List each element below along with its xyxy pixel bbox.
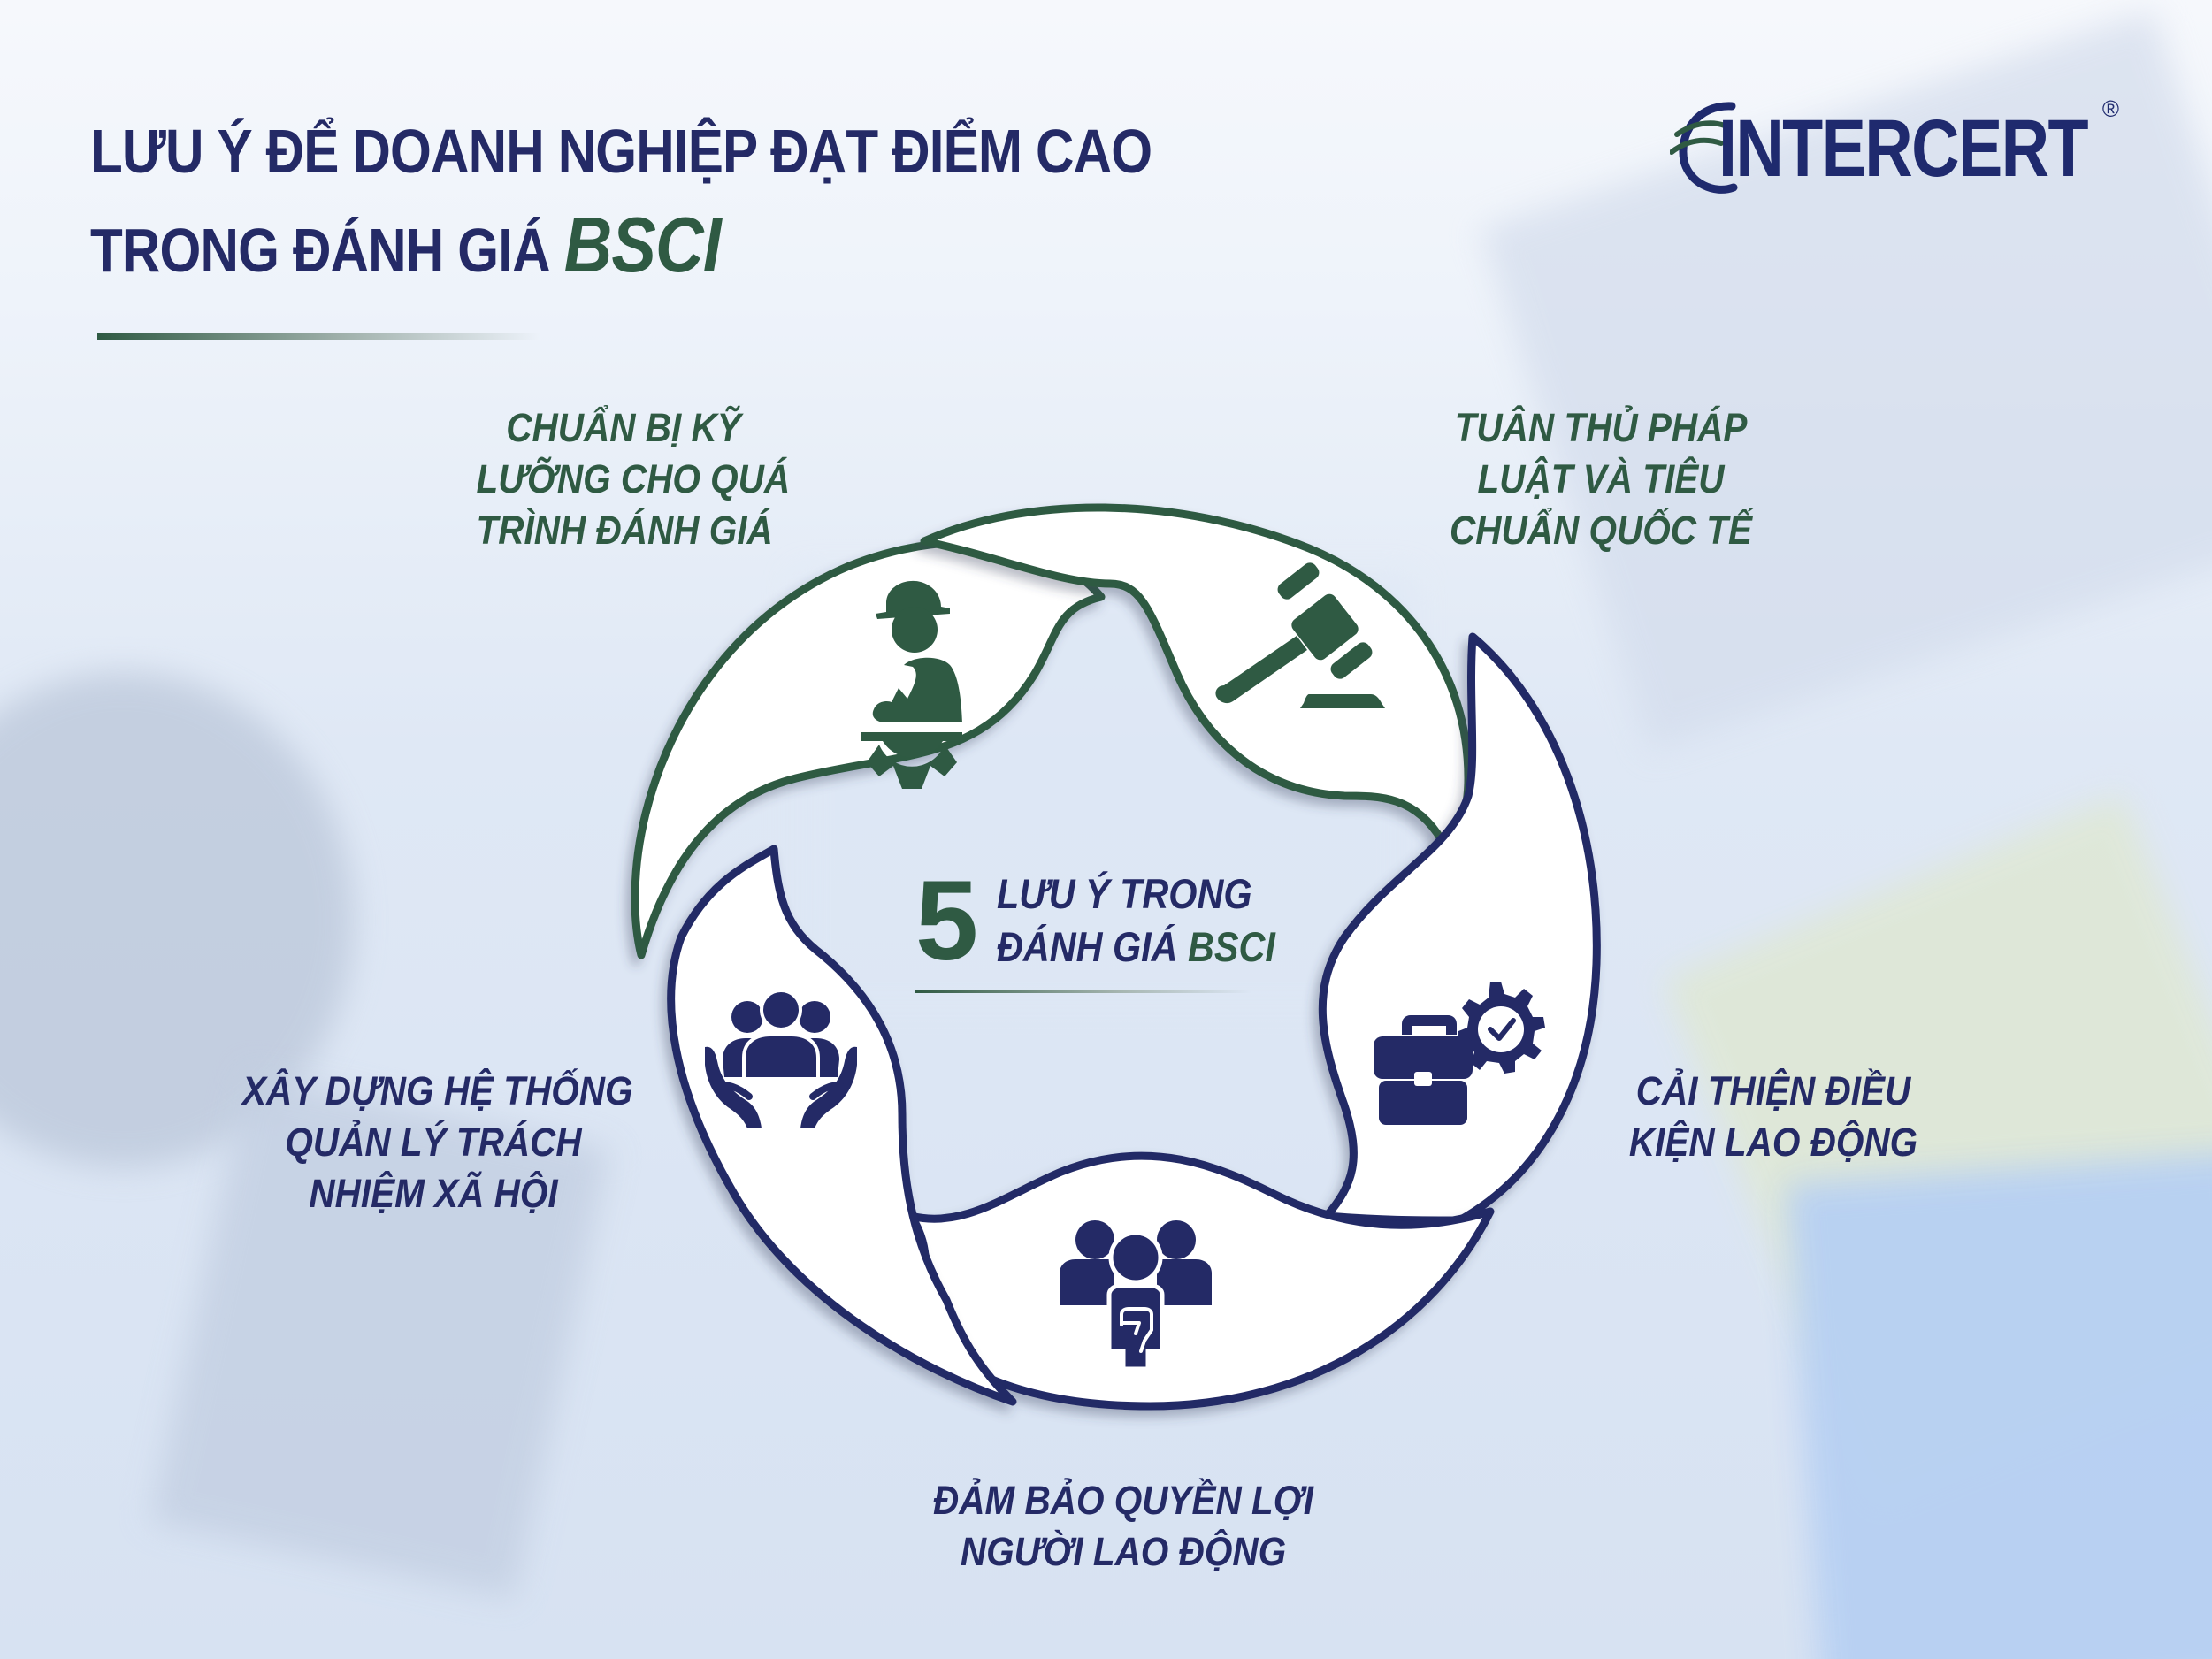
center-divider <box>915 990 1251 993</box>
briefcase-gear-check-icon <box>1374 982 1545 1125</box>
petal-build <box>667 845 1017 1406</box>
petal-prepare <box>631 538 1106 959</box>
gavel-icon <box>1215 562 1385 708</box>
label-comply: TUÂN THỦ PHÁP LUẬT VÀ TIÊU CHUẨN QUỐC TẾ <box>1450 405 1752 553</box>
label-build: XÂY DỰNG HỆ THỐNG QUẢN LÝ TRÁCH NHIỆM XÃ… <box>242 1068 633 1216</box>
center-bsci-highlight: BSCI <box>1187 923 1275 970</box>
label-improve: CẢI THIỆN ĐIỀU KIỆN LAO ĐỘNG <box>1628 1068 1918 1165</box>
registered-mark: ® <box>2101 96 2119 122</box>
logo-text: INTERCERT <box>1718 103 2089 194</box>
label-ensure: ĐẢM BẢO QUYỀN LỢI NGƯỜI LAO ĐỘNG <box>933 1478 1313 1574</box>
title-line-1: LƯU Ý ĐỂ DOANH NGHIỆP ĐẠT ĐIỂM CAO <box>90 117 1152 186</box>
center-number: 5 <box>915 858 979 984</box>
hands-people-icon <box>705 989 857 1128</box>
label-prepare: CHUẨN BỊ KỸ LƯỠNG CHO QUÁ TRÌNH ĐÁNH GIÁ <box>476 405 791 553</box>
center-summary: 5 LƯU Ý TRONG ĐÁNH GIÁ BSCI <box>915 864 1331 995</box>
title-divider <box>97 333 540 340</box>
globe-swoosh-icon <box>1670 102 1738 194</box>
title-line-2: TRONG ĐÁNH GIÁ <box>90 216 564 285</box>
center-line-2: ĐÁNH GIÁ BSCI <box>997 923 1275 970</box>
title-bsci-highlight: BSCI <box>563 201 722 288</box>
workers-fist-icon <box>1060 1220 1212 1372</box>
petal-comply <box>920 503 1473 845</box>
engineer-gear-icon <box>861 580 962 789</box>
page-title: LƯU Ý ĐỂ DOANH NGHIỆP ĐẠT ĐIỂM CAO TRONG… <box>90 104 1152 297</box>
intercert-logo: INTERCERT ® <box>1670 96 2130 196</box>
center-line-1: LƯU Ý TRONG <box>997 870 1252 917</box>
